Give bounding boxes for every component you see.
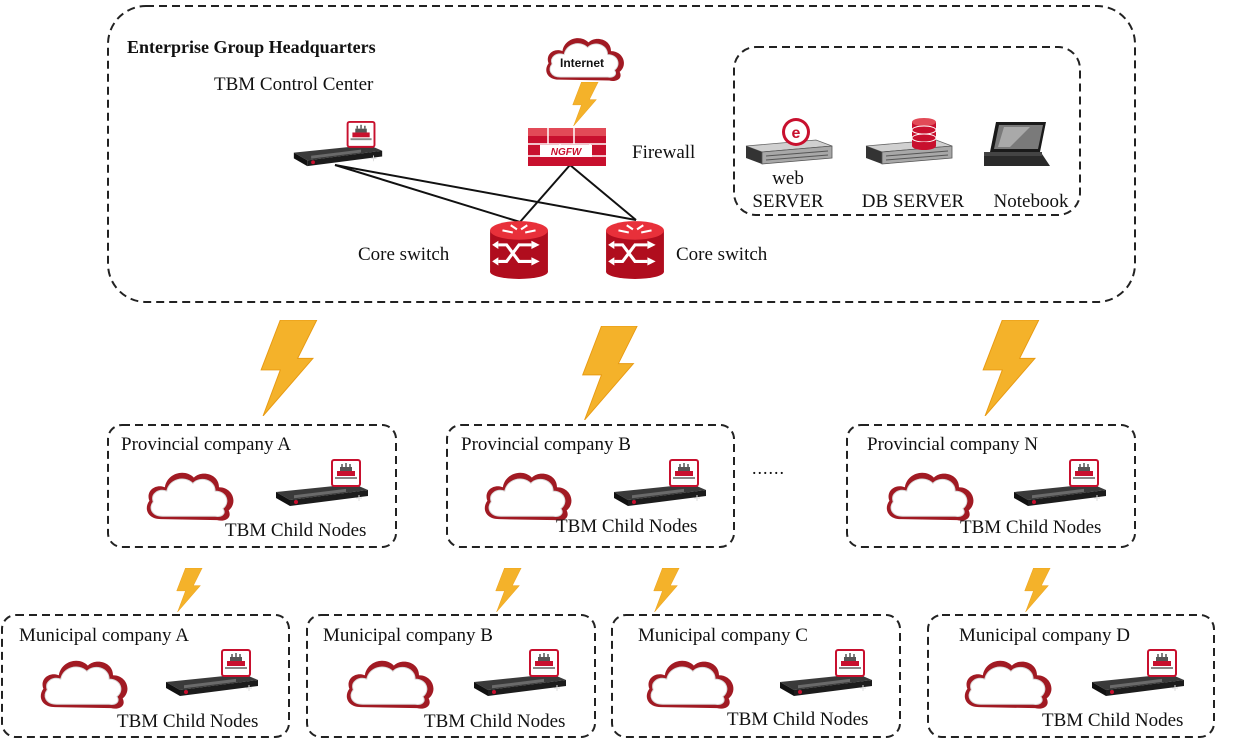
appliance-icon (473, 649, 567, 697)
lightning-icon (495, 568, 522, 612)
lightning-icon (582, 326, 638, 420)
notebook-label: Notebook (993, 191, 1069, 212)
municipal-box-c (611, 614, 901, 738)
hq-links (334, 164, 637, 223)
control-center-label: TBM Control Center (214, 74, 374, 95)
provincial-company-b-title: Provincial company B (461, 434, 631, 455)
appliance-icon (275, 459, 369, 507)
provincial-company-n-title: Provincial company N (867, 434, 1038, 455)
municipal-company-c-nodes: TBM Child Nodes (727, 709, 869, 730)
municipal-company-d-title: Municipal company D (959, 625, 1130, 646)
cloud-icon (964, 660, 1053, 710)
provincial-box-b (446, 424, 735, 548)
appliance-icon (779, 649, 873, 697)
lightning-icon (1024, 568, 1051, 612)
cloud-icon (646, 660, 735, 710)
firewall-icon (528, 128, 606, 166)
appliance-icon (1013, 459, 1107, 507)
lightning-icon (982, 320, 1040, 416)
core-switch-right-icon (604, 219, 666, 280)
lightning-icon (260, 320, 318, 416)
cloud-icon (484, 472, 573, 522)
municipal-company-a-nodes: TBM Child Nodes (117, 711, 259, 732)
lightning-icon (176, 568, 203, 612)
firewall-label: Firewall (632, 142, 696, 163)
notebook-icon (984, 122, 1050, 166)
web-globe-icon: e (782, 118, 810, 146)
internet-label: Internet (560, 56, 604, 70)
appliance-icon (1091, 649, 1185, 697)
municipal-box-a (1, 614, 290, 738)
municipal-company-b-nodes: TBM Child Nodes (424, 711, 566, 732)
appliance-icon (613, 459, 707, 507)
server-group-region (733, 46, 1081, 216)
ellipsis-label: ...... (752, 458, 785, 478)
db-server-icon (865, 139, 953, 165)
ngfw-label: NGFW (551, 147, 583, 158)
cloud-icon (886, 472, 975, 522)
database-icon (911, 118, 937, 150)
db-server-label: DB SERVER (861, 191, 965, 212)
svg-text:e: e (792, 125, 801, 142)
municipal-company-a-title: Municipal company A (19, 625, 189, 646)
web-server-label-line2: SERVER (752, 191, 824, 212)
control-center-appliance-icon (292, 120, 384, 168)
cloud-icon (146, 472, 235, 522)
lightning-icon (653, 568, 680, 612)
municipal-company-c-title: Municipal company C (638, 625, 808, 646)
headquarters-title: Enterprise Group Headquarters (127, 37, 376, 57)
cloud-icon (40, 660, 129, 710)
core-switch-right-label: Core switch (676, 244, 768, 265)
provincial-company-a-title: Provincial company A (121, 434, 291, 455)
provincial-company-a-nodes: TBM Child Nodes (225, 520, 367, 541)
municipal-company-b-title: Municipal company B (323, 625, 493, 646)
web-server-label-line1: web (772, 168, 804, 189)
cloud-icon (346, 660, 435, 710)
headquarters-region (107, 5, 1136, 303)
internet-lightning-icon (572, 82, 599, 126)
provincial-company-n-nodes: TBM Child Nodes (960, 517, 1102, 538)
municipal-box-b (306, 614, 596, 738)
core-switch-left-icon (488, 219, 550, 280)
municipal-box-d (927, 614, 1215, 738)
provincial-box-n (846, 424, 1136, 548)
appliance-icon (165, 649, 259, 697)
core-switch-left-label: Core switch (358, 244, 450, 265)
municipal-company-d-nodes: TBM Child Nodes (1042, 710, 1184, 731)
provincial-box-a (107, 424, 397, 548)
provincial-company-b-nodes: TBM Child Nodes (556, 516, 698, 537)
